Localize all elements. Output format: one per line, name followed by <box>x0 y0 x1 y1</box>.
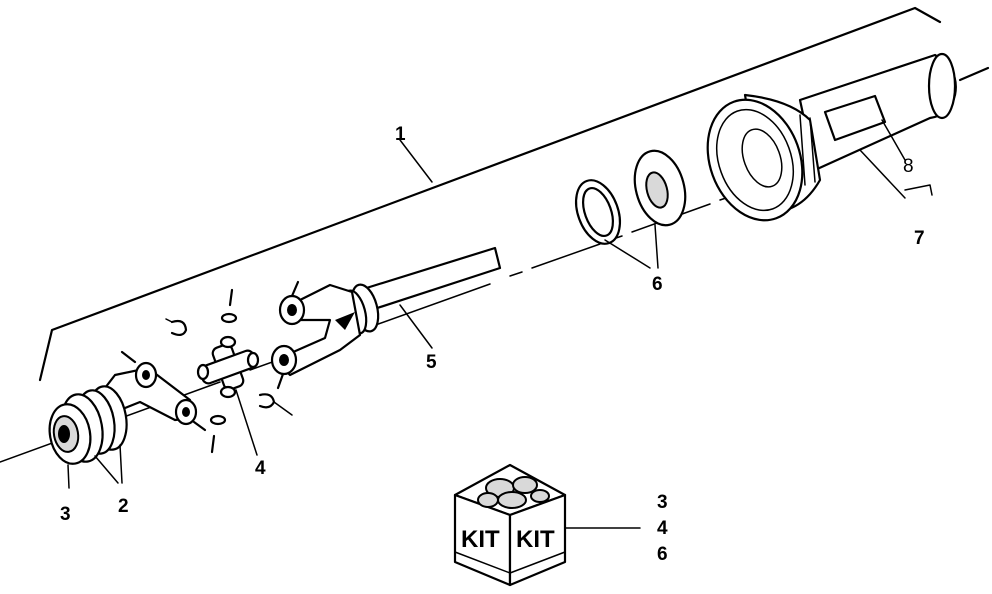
kit-label-right: KIT <box>516 526 555 553</box>
shaft-yoke <box>270 280 380 390</box>
callout-1: 1 <box>395 124 406 145</box>
callout-2: 2 <box>118 496 129 517</box>
kit-label-left: KIT <box>461 526 500 553</box>
inner-shaft-part-5 <box>358 246 502 349</box>
callout-5: 5 <box>426 352 437 373</box>
callout-7: 7 <box>914 228 925 249</box>
callout-6: 6 <box>652 274 663 295</box>
outer-tube-part-7 <box>798 52 957 199</box>
callout-3: 3 <box>60 504 71 525</box>
cross-kit-part-4 <box>165 288 293 456</box>
protective-cone-part-7 <box>706 93 822 222</box>
callouts: 1 2 3 4 5 6 7 8 <box>60 124 925 525</box>
bearing-ring-part-6 <box>633 149 687 227</box>
bracket-1 <box>38 6 942 382</box>
tractor-yoke-part-2 <box>103 350 207 432</box>
snap-ring-part-6 <box>574 179 622 245</box>
callout-4: 4 <box>255 458 266 479</box>
callout-8: 8 <box>903 156 914 177</box>
kit-item-4: 4 <box>657 518 668 539</box>
kit-item-6: 6 <box>657 544 668 565</box>
leaders-6 <box>604 224 659 269</box>
kit-item-3: 3 <box>657 492 668 513</box>
kit-box: KIT KIT 3 4 6 <box>453 463 668 587</box>
collar-assembly-part-2 <box>48 385 128 489</box>
